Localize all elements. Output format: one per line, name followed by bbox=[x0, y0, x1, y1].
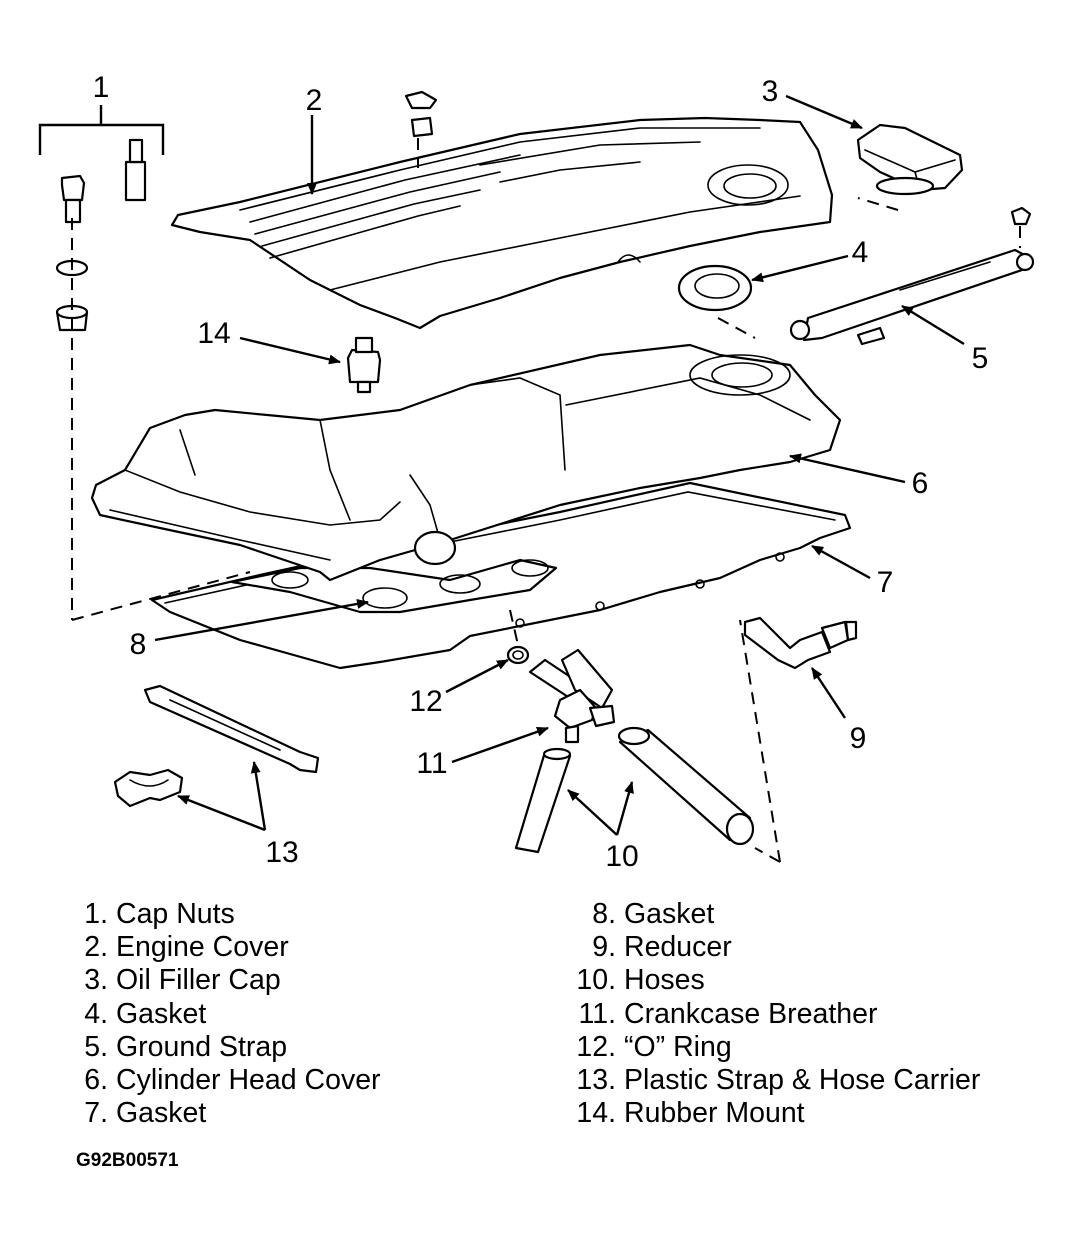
callout-12: 12 bbox=[409, 685, 442, 718]
legend-label: Engine Cover bbox=[116, 931, 289, 964]
legend-number: 5. bbox=[84, 1030, 108, 1063]
figure-code: G92B00571 bbox=[76, 1150, 179, 1171]
legend-item-3: 3.Oil Filler Cap bbox=[78, 964, 381, 997]
legend-label: “O” Ring bbox=[624, 1030, 732, 1063]
legend-label: Gasket bbox=[116, 997, 207, 1030]
leader-lines bbox=[154, 94, 965, 836]
legend-number: 8. bbox=[592, 898, 616, 930]
legend-item-10: 10.Hoses bbox=[570, 964, 980, 997]
legend-item-12: 12.“O” Ring bbox=[570, 1031, 980, 1064]
callout-1-bracket bbox=[38, 105, 165, 155]
part-2-engine-cover bbox=[170, 116, 834, 330]
legend-number: 6. bbox=[84, 1064, 108, 1097]
part-10-hoses bbox=[514, 726, 755, 854]
part-11-crankcase-breather bbox=[528, 648, 616, 744]
legend-label: Rubber Mount bbox=[624, 1097, 805, 1130]
part-13-hose-carrier bbox=[113, 768, 184, 808]
part-12-o-ring bbox=[506, 645, 530, 665]
legend-number: 7. bbox=[84, 1097, 108, 1130]
part-1-cap-nuts bbox=[55, 90, 438, 332]
legend-right-column: 8.Gasket 9.Reducer 10.Hoses 11.Crankcase… bbox=[570, 898, 980, 1130]
legend-number: 14. bbox=[576, 1097, 616, 1130]
part-6-cylinder-head-cover bbox=[90, 343, 842, 582]
callout-1: 1 bbox=[93, 71, 110, 104]
legend-label: Crankcase Breather bbox=[624, 997, 878, 1030]
callout-2: 2 bbox=[306, 84, 323, 117]
legend-item-14: 14.Rubber Mount bbox=[570, 1097, 980, 1130]
legend-number: 10. bbox=[576, 964, 616, 997]
legend-item-13: 13.Plastic Strap & Hose Carrier bbox=[570, 1064, 980, 1097]
exploded-view-diagram: 1 2 3 4 5 6 7 8 9 10 11 12 13 14 bbox=[38, 71, 1035, 873]
legend-item-1: 1.Cap Nuts bbox=[78, 898, 381, 931]
callout-4: 4 bbox=[852, 236, 869, 269]
callout-10: 10 bbox=[605, 840, 638, 873]
legend-label: Gasket bbox=[116, 1097, 207, 1130]
part-4-gasket bbox=[677, 264, 753, 312]
legend-number: 11. bbox=[578, 997, 616, 1030]
legend-item-11: 11.Crankcase Breather bbox=[570, 998, 980, 1031]
callout-3: 3 bbox=[762, 75, 779, 108]
legend-number: 12. bbox=[576, 1030, 616, 1063]
part-3-oil-filler-cap bbox=[856, 123, 964, 196]
callout-11: 11 bbox=[416, 747, 447, 780]
legend-label: Plastic Strap & Hose Carrier bbox=[624, 1064, 981, 1097]
legend-label: Oil Filler Cap bbox=[116, 964, 281, 997]
callout-14: 14 bbox=[197, 317, 230, 350]
callout-6: 6 bbox=[912, 467, 929, 500]
legend-number: 13. bbox=[576, 1064, 616, 1097]
legend-number: 9. bbox=[592, 931, 616, 964]
legend-number: 1. bbox=[84, 898, 108, 930]
legend-label: Cap Nuts bbox=[116, 898, 235, 930]
legend-label: Cylinder Head Cover bbox=[116, 1064, 381, 1097]
callout-9: 9 bbox=[850, 722, 867, 755]
legend-item-8: 8.Gasket bbox=[570, 898, 980, 931]
part-13-plastic-strap bbox=[143, 684, 320, 774]
legend-item-5: 5.Ground Strap bbox=[78, 1031, 381, 1064]
legend-item-9: 9.Reducer bbox=[570, 931, 980, 964]
callout-13: 13 bbox=[265, 836, 298, 869]
legend-label: Reducer bbox=[624, 931, 732, 964]
alignment-lines bbox=[71, 138, 1021, 863]
part-9-reducer bbox=[743, 616, 858, 670]
part-5-ground-strap bbox=[789, 206, 1035, 346]
legend-label: Ground Strap bbox=[116, 1030, 288, 1063]
legend-number: 4. bbox=[84, 997, 108, 1030]
callout-8: 8 bbox=[130, 628, 147, 661]
callout-7: 7 bbox=[877, 566, 894, 599]
legend-item-6: 6.Cylinder Head Cover bbox=[78, 1064, 381, 1097]
legend-label: Hoses bbox=[624, 964, 705, 997]
part-14-rubber-mount bbox=[346, 336, 382, 394]
legend-item-7: 7.Gasket bbox=[78, 1097, 381, 1130]
legend-item-4: 4.Gasket bbox=[78, 998, 381, 1031]
callout-numbers: 1 2 3 4 5 6 7 8 9 10 11 12 13 14 bbox=[93, 71, 989, 873]
legend-left-column: 1.Cap Nuts 2.Engine Cover 3.Oil Filler C… bbox=[78, 898, 381, 1130]
legend-number: 3. bbox=[84, 964, 108, 997]
legend-number: 2. bbox=[84, 931, 108, 964]
legend-item-2: 2.Engine Cover bbox=[78, 931, 381, 964]
legend-label: Gasket bbox=[624, 898, 715, 930]
callout-5: 5 bbox=[972, 342, 989, 375]
